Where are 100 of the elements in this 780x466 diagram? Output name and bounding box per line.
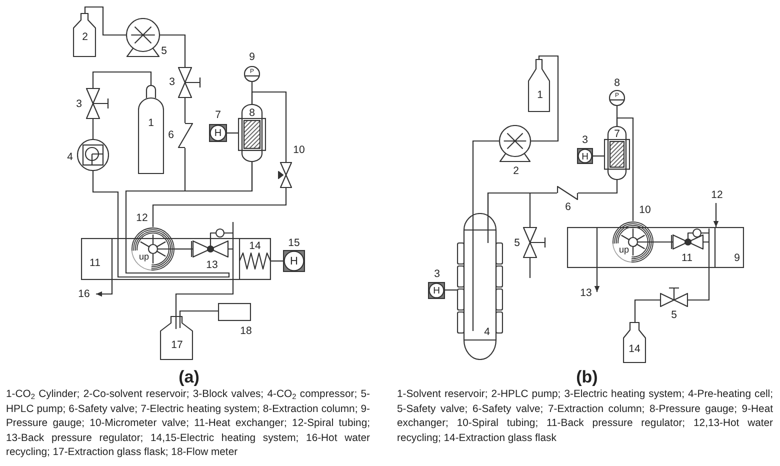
- heater-box: [577, 148, 593, 164]
- callout-number: 2: [513, 166, 519, 176]
- callout-number: 8: [249, 107, 255, 118]
- edge-label: 16: [77, 288, 91, 300]
- block-valve-icon: [86, 88, 109, 119]
- regulator-valve-icon: [191, 221, 235, 259]
- edge-label: 12: [710, 190, 724, 200]
- heat-exchanger-box: [81, 238, 271, 280]
- pipe-line: [529, 258, 531, 278]
- flow-arrow: [713, 203, 719, 227]
- pipe-line: [271, 260, 283, 262]
- reservoir-bottle: [73, 13, 96, 57]
- callout-number: 17: [171, 340, 183, 350]
- gas-cylinder: [138, 85, 164, 174]
- needle-valve-icon: [278, 162, 292, 188]
- callout-number: 5: [671, 310, 677, 320]
- heater-box: [209, 124, 227, 142]
- callout-number: 6: [565, 202, 571, 212]
- spiral-coil: [131, 227, 175, 271]
- pipe-line: [92, 119, 94, 139]
- pipe-line: [634, 299, 660, 322]
- edge-label: 13: [579, 288, 593, 298]
- pipe-line: [251, 91, 287, 162]
- subfigure-label: (a): [178, 368, 200, 386]
- extraction-column: [604, 126, 630, 180]
- compressor-icon: [77, 139, 109, 171]
- block-valve-icon: [523, 227, 546, 258]
- pipe-line: [92, 162, 253, 278]
- callout-number: 7: [215, 110, 221, 120]
- callout-number: 14: [249, 240, 261, 252]
- callout-number: 3: [582, 134, 588, 146]
- pipe-line: [184, 98, 186, 123]
- callout-number: 3: [169, 76, 175, 88]
- callout-number: 14: [628, 344, 640, 354]
- callout-number: 1: [148, 118, 154, 128]
- pump-icon: [126, 18, 160, 57]
- callout-number: 13: [206, 260, 218, 270]
- callout-number: 11: [682, 252, 692, 264]
- callout-number: 5: [514, 238, 520, 248]
- check-valve-icon: [177, 123, 194, 148]
- callout-number: 3: [76, 98, 82, 110]
- pipe-line: [152, 188, 287, 227]
- callout-number: 4: [67, 152, 73, 162]
- pipe-line: [227, 132, 238, 134]
- heater-box: [283, 250, 305, 272]
- regulator-valve-icon: [671, 228, 710, 252]
- heater-label: H: [433, 286, 440, 296]
- flow-meter-box: [218, 303, 251, 321]
- pipe-line: [175, 248, 191, 250]
- pipe-line: [92, 71, 152, 88]
- flow-direction-label: up: [139, 252, 149, 262]
- glass-flask: [623, 322, 646, 363]
- callout-number: 2: [82, 32, 88, 42]
- pipe-line: [84, 6, 126, 36]
- callout-number: 6: [168, 130, 174, 140]
- callout-number: 3: [434, 268, 440, 280]
- pipe-line: [688, 252, 710, 301]
- pipe-line: [487, 192, 531, 227]
- callout-number: 18: [240, 326, 252, 336]
- callout-number: 10: [639, 204, 651, 216]
- glass-flask: [160, 316, 193, 360]
- pipe-line: [160, 34, 186, 67]
- callout-number: 11: [90, 258, 100, 268]
- spiral-coil: [612, 221, 654, 263]
- callout-number: 8: [614, 78, 620, 88]
- flow-direction-label: up: [619, 246, 629, 254]
- reservoir-bottle: [528, 59, 550, 112]
- block-valve-icon: [178, 67, 201, 98]
- callout-number: 1: [537, 90, 543, 100]
- pipe-line: [616, 117, 634, 221]
- heater-label: H: [582, 152, 588, 162]
- flow-arrow: [594, 268, 600, 292]
- component-key-text: 1-Solvent reservoir; 2-HPLC pump; 3-Electric heating system; 4-Pre-heating cell; 5-Safety valve; 6-Safety valve; 7-Extraction column; 8-Pressure gauge; 9-Heat exchanger; 10-Spiral tubing; 11-Back pressure regulator; 12,13-Hot water recycling; 14-Extraction glass flask: [397, 388, 773, 446]
- pipe-line: [593, 155, 604, 157]
- heating-coil-section: [239, 238, 271, 280]
- pipe-line: [654, 241, 671, 243]
- heater-label: H: [290, 256, 298, 267]
- callout-number: 7: [614, 128, 620, 140]
- pipe-line: [179, 310, 218, 316]
- component-key-text: 1-CO$_{2}$ Cylinder; 2-Co-solvent reservoir; 3-Block valves; 4-CO$_{2}$ compressor; 5-HPLC pump; 6-Safety valve; 7-Electric heating system; 8-Extraction column; 9-Pressure gauge; 10-Micrometer valve; 11-Heat exchanger; 12-Spiral tubing; 13-Back pressure regulator; 14,15-Electric heating system; 16-Hot water recycling; 17-Extraction glass flask; 18-Flow meter: [6, 388, 370, 460]
- callout-number: 4: [484, 326, 490, 338]
- callout-number: 10: [293, 144, 305, 156]
- callout-number: 5: [161, 46, 167, 56]
- pipe-line: [472, 140, 499, 213]
- pipe-line: [445, 289, 457, 291]
- pipe-line: [175, 259, 234, 316]
- pressure-gauge: [609, 90, 625, 106]
- pump-icon: [499, 125, 531, 162]
- heater-box: [428, 282, 445, 299]
- callout-number: 15: [288, 238, 300, 248]
- extraction-column: [238, 104, 266, 162]
- callout-number: 9: [249, 52, 255, 62]
- preheating-cell: [457, 213, 503, 360]
- heat-exchanger-box: [567, 227, 744, 268]
- heater-label: H: [214, 128, 222, 138]
- callout-number: 12: [136, 212, 148, 224]
- flow-arrow: [96, 280, 113, 297]
- block-valve-icon: [660, 287, 688, 308]
- pipe-line: [578, 180, 618, 194]
- subfigure-label: (b): [576, 368, 598, 386]
